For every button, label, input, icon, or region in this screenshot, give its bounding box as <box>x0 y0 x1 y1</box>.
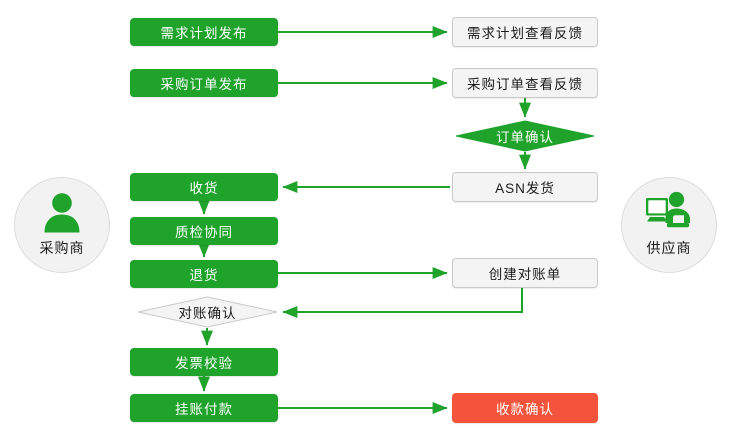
node-label-quality-collaboration: 质检协同 <box>175 225 233 240</box>
node-payable-payment[interactable]: 挂账付款 <box>130 394 278 422</box>
node-label-goods-receipt: 收货 <box>189 181 219 196</box>
node-label-demand-plan-feedback: 需求计划查看反馈 <box>467 26 583 41</box>
node-asn-shipment[interactable]: ASN发货 <box>452 172 598 202</box>
node-invoice-verify[interactable]: 发票校验 <box>130 348 278 376</box>
role-label-supplier: 供应商 <box>646 240 692 256</box>
node-demand-plan-feedback[interactable]: 需求计划查看反馈 <box>452 17 598 47</box>
node-label-purchase-order-publish: 采购订单发布 <box>160 77 248 92</box>
node-statement-confirm[interactable]: 对账确认 <box>137 296 278 328</box>
node-label-statement-confirm: 对账确认 <box>178 306 237 321</box>
node-label-payable-payment: 挂账付款 <box>175 402 233 417</box>
node-quality-collaboration[interactable]: 质检协同 <box>130 217 278 245</box>
node-return-goods[interactable]: 退货 <box>130 260 278 288</box>
diamond-shape-statement-confirm <box>137 296 278 328</box>
node-label-receipt-confirm: 收款确认 <box>496 402 554 417</box>
node-label-create-statement: 创建对账单 <box>488 267 562 282</box>
role-circle-buyer[interactable]: 采购商 <box>14 177 110 273</box>
node-purchase-order-feedback[interactable]: 采购订单查看反馈 <box>452 68 598 98</box>
role-label-buyer: 采购商 <box>39 240 85 256</box>
node-label-order-confirm: 订单确认 <box>496 130 554 145</box>
node-label-demand-plan-publish: 需求计划发布 <box>160 26 248 41</box>
node-label-invoice-verify: 发票校验 <box>175 356 233 371</box>
node-purchase-order-publish[interactable]: 采购订单发布 <box>130 69 278 97</box>
node-label-purchase-order-feedback: 采购订单查看反馈 <box>467 77 583 92</box>
node-label-asn-shipment: ASN发货 <box>495 181 555 196</box>
person-icon <box>44 193 80 233</box>
conn-statement-to-check <box>282 288 523 318</box>
person-at-computer-icon <box>646 191 690 228</box>
node-demand-plan-publish[interactable]: 需求计划发布 <box>130 18 278 46</box>
node-receipt-confirm[interactable]: 收款确认 <box>452 393 598 423</box>
diamond-shape-order-confirm <box>455 120 595 152</box>
role-circle-supplier[interactable]: 供应商 <box>621 177 717 273</box>
node-order-confirm[interactable]: 订单确认 <box>455 120 595 152</box>
node-goods-receipt[interactable]: 收货 <box>130 173 278 201</box>
node-label-return-goods: 退货 <box>189 268 219 283</box>
node-create-statement[interactable]: 创建对账单 <box>452 258 598 288</box>
